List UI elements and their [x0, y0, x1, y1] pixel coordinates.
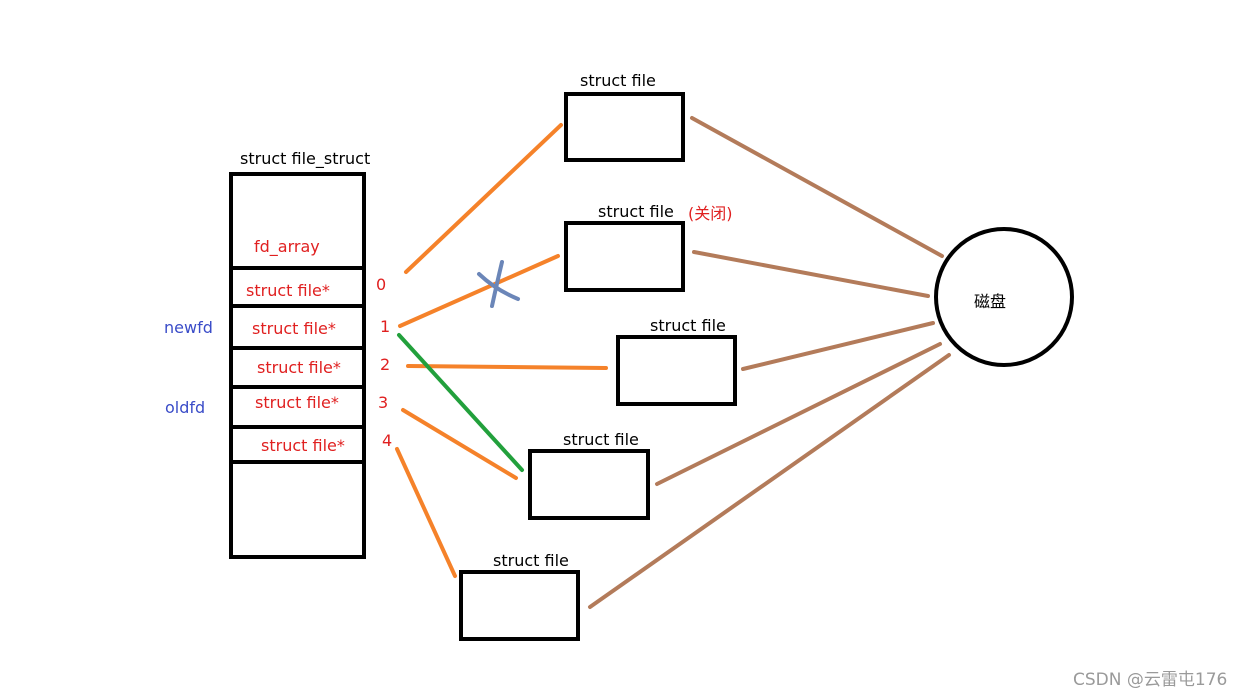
fd-slot-0: struct file*: [246, 281, 330, 300]
link-fd1-file2-closed: [398, 254, 560, 328]
fd-slot-0-border: [233, 266, 362, 270]
fd-index-3: 3: [378, 393, 389, 412]
watermark: CSDN @云雷屯176: [1073, 670, 1228, 690]
fd-index-2: 2: [380, 355, 391, 374]
file-struct-table: [229, 172, 366, 559]
file-3-title: struct file: [650, 316, 726, 335]
file-5-box: [459, 570, 580, 641]
fd-index-0: 0: [376, 275, 387, 294]
link-fd3-file4: [401, 408, 518, 480]
fd-slot-end-border: [233, 460, 362, 464]
file-struct-title: struct file_struct: [240, 149, 371, 168]
link-fd2-file3: [406, 364, 608, 370]
fd-to-file-links: [395, 123, 608, 578]
link-fd0-file1: [404, 123, 563, 274]
file-1-box: [564, 92, 685, 162]
link-file3-disk: [741, 321, 935, 371]
newfd-label: newfd: [164, 318, 213, 337]
disk-circle: [934, 227, 1074, 367]
fd-slot-4: struct file*: [261, 436, 345, 455]
fd-slot-1: struct file*: [252, 319, 336, 338]
oldfd-label: oldfd: [165, 398, 206, 417]
file-2-closed-note: (关闭): [688, 204, 733, 223]
file-2-box: [564, 221, 685, 292]
link-file2-disk: [692, 250, 930, 298]
file-2-title: struct file: [598, 202, 674, 221]
file-4-title: struct file: [563, 430, 639, 449]
disk-label: 磁盘: [974, 292, 1007, 311]
fd-slot-3-border: [233, 385, 362, 389]
file-3-box: [616, 335, 737, 406]
cross-mark-icon: [477, 260, 520, 308]
link-fd1-redirect-file4: [397, 333, 524, 472]
link-file1-disk: [690, 116, 944, 258]
link-fd4-file5: [395, 447, 457, 578]
file-4-box: [528, 449, 650, 520]
fd-array-label: fd_array: [254, 237, 320, 256]
fd-slot-3: struct file*: [255, 393, 339, 412]
file-5-title: struct file: [493, 551, 569, 570]
fd-slot-2: struct file*: [257, 358, 341, 377]
file-1-title: struct file: [580, 71, 656, 90]
fd-slot-4-border: [233, 425, 362, 429]
link-file5-disk: [588, 353, 951, 609]
link-file4-disk: [655, 342, 942, 486]
fd-index-4: 4: [382, 431, 393, 450]
fd-index-1: 1: [380, 317, 391, 336]
fd-slot-2-border: [233, 346, 362, 350]
fd-slot-1-border: [233, 304, 362, 308]
file-to-disk-links: [588, 116, 951, 609]
